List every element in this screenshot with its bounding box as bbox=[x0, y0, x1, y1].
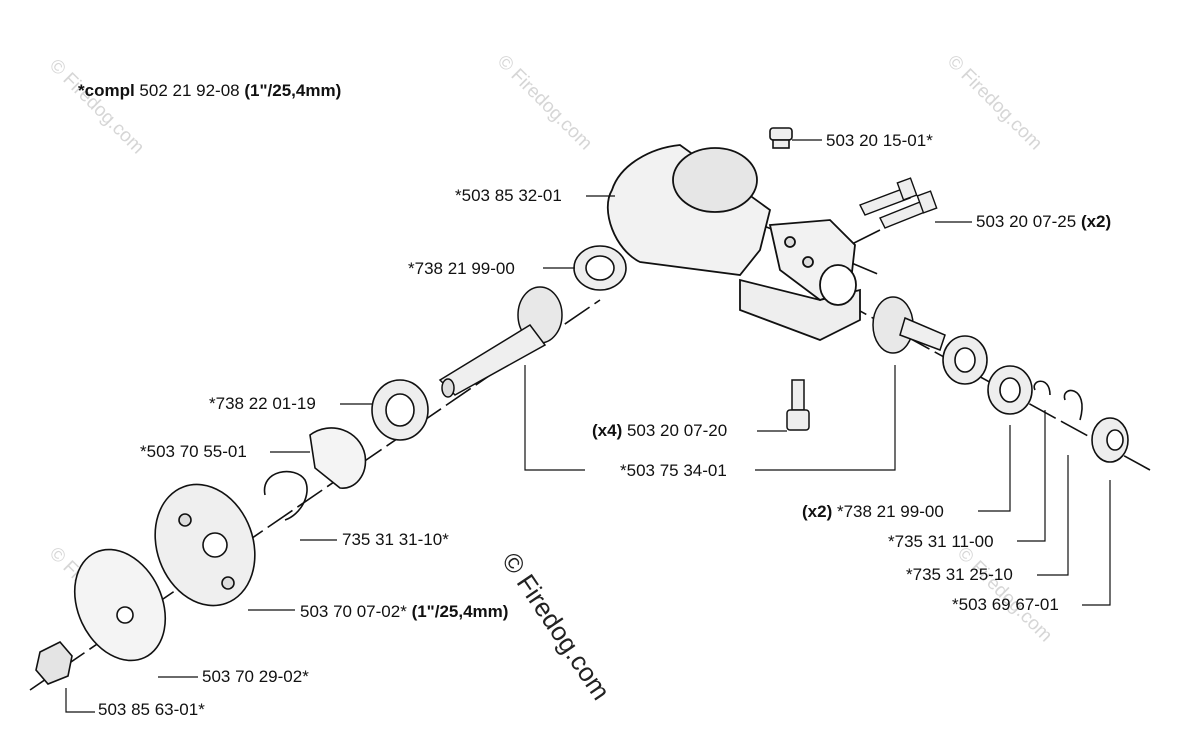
leader-lines bbox=[65, 139, 1111, 713]
assembly-title: *compl 502 21 92-08 (1"/25,4mm) bbox=[78, 81, 341, 101]
bottom-crop-bar bbox=[0, 716, 1180, 746]
part-label-503-20-07-25: 503 20 07-25 (x2) bbox=[976, 212, 1111, 232]
nut-503-85-63-01 bbox=[35, 641, 73, 685]
part-label-503-85-63-01: 503 85 63-01* bbox=[98, 700, 205, 719]
retaining-ring-735-31-31-10 bbox=[263, 470, 308, 521]
part-number: 503 70 07-02* bbox=[300, 602, 407, 621]
part-label-503-20-15-01: 503 20 15-01* bbox=[826, 131, 933, 150]
bearing-right-1 bbox=[942, 335, 988, 385]
part-label-735-31-31-10: 735 31 31-10* bbox=[342, 530, 449, 549]
bottom-screw-503-20-07-20 bbox=[786, 379, 810, 431]
part-label-503-70-29-02: 503 70 29-02* bbox=[202, 667, 309, 686]
part-label-738-21-99-00-upper: *738 21 99-00 bbox=[408, 259, 515, 278]
drive-disc-503-70-07-02 bbox=[154, 483, 256, 607]
part-label-503-69-67-01: *503 69 67-01 bbox=[952, 595, 1059, 614]
part-label-503-70-07-02: 503 70 07-02* (1"/25,4mm) bbox=[300, 602, 508, 622]
end-cap-503-69-67-01 bbox=[1091, 417, 1129, 463]
title-number: 502 21 92-08 bbox=[139, 81, 240, 100]
part-label-503-85-32-01: *503 85 32-01 bbox=[455, 186, 562, 205]
gear-housing bbox=[607, 144, 861, 341]
cover-plate-503-70-55-01 bbox=[309, 427, 367, 489]
part-label-503-20-07-20: (x4) 503 20 07-20 bbox=[592, 421, 727, 441]
part-label-738-21-99-00-lower: (x2) *738 21 99-00 bbox=[802, 502, 944, 522]
ring-right-2 bbox=[1063, 389, 1083, 421]
title-suffix: (1"/25,4mm) bbox=[244, 81, 342, 100]
support-cup-503-70-29-02 bbox=[73, 548, 167, 662]
right-bevel-gear bbox=[872, 296, 946, 354]
part-label-738-22-01-19: *738 22 01-19 bbox=[209, 394, 316, 413]
top-screw bbox=[769, 127, 793, 149]
part-number: *738 21 99-00 bbox=[836, 502, 944, 521]
axis-line-bolts bbox=[849, 229, 881, 246]
bevel-gear-shaft bbox=[438, 286, 563, 398]
part-number: 503 20 07-20 bbox=[626, 421, 728, 440]
bearing-upper-left bbox=[573, 245, 627, 291]
bolts-pair bbox=[859, 177, 938, 229]
seal-738-22-01-19 bbox=[371, 379, 429, 441]
part-label-735-31-11-00: *735 31 11-00 bbox=[888, 532, 994, 551]
part-number: 503 20 07-25 bbox=[976, 212, 1077, 231]
bearing-right-2 bbox=[987, 365, 1033, 415]
ring-right-1 bbox=[1033, 380, 1051, 396]
part-label-503-70-55-01: *503 70 55-01 bbox=[140, 442, 247, 461]
part-size: (1"/25,4mm) bbox=[411, 602, 509, 621]
title-prefix: *compl bbox=[78, 81, 135, 100]
part-qty: (x2) bbox=[802, 502, 833, 521]
part-qty: (x2) bbox=[1080, 212, 1112, 231]
part-qty: (x4) bbox=[592, 421, 623, 440]
part-label-735-31-25-10: *735 31 25-10 bbox=[906, 565, 1013, 584]
part-label-503-75-34-01: *503 75 34-01 bbox=[620, 461, 727, 480]
